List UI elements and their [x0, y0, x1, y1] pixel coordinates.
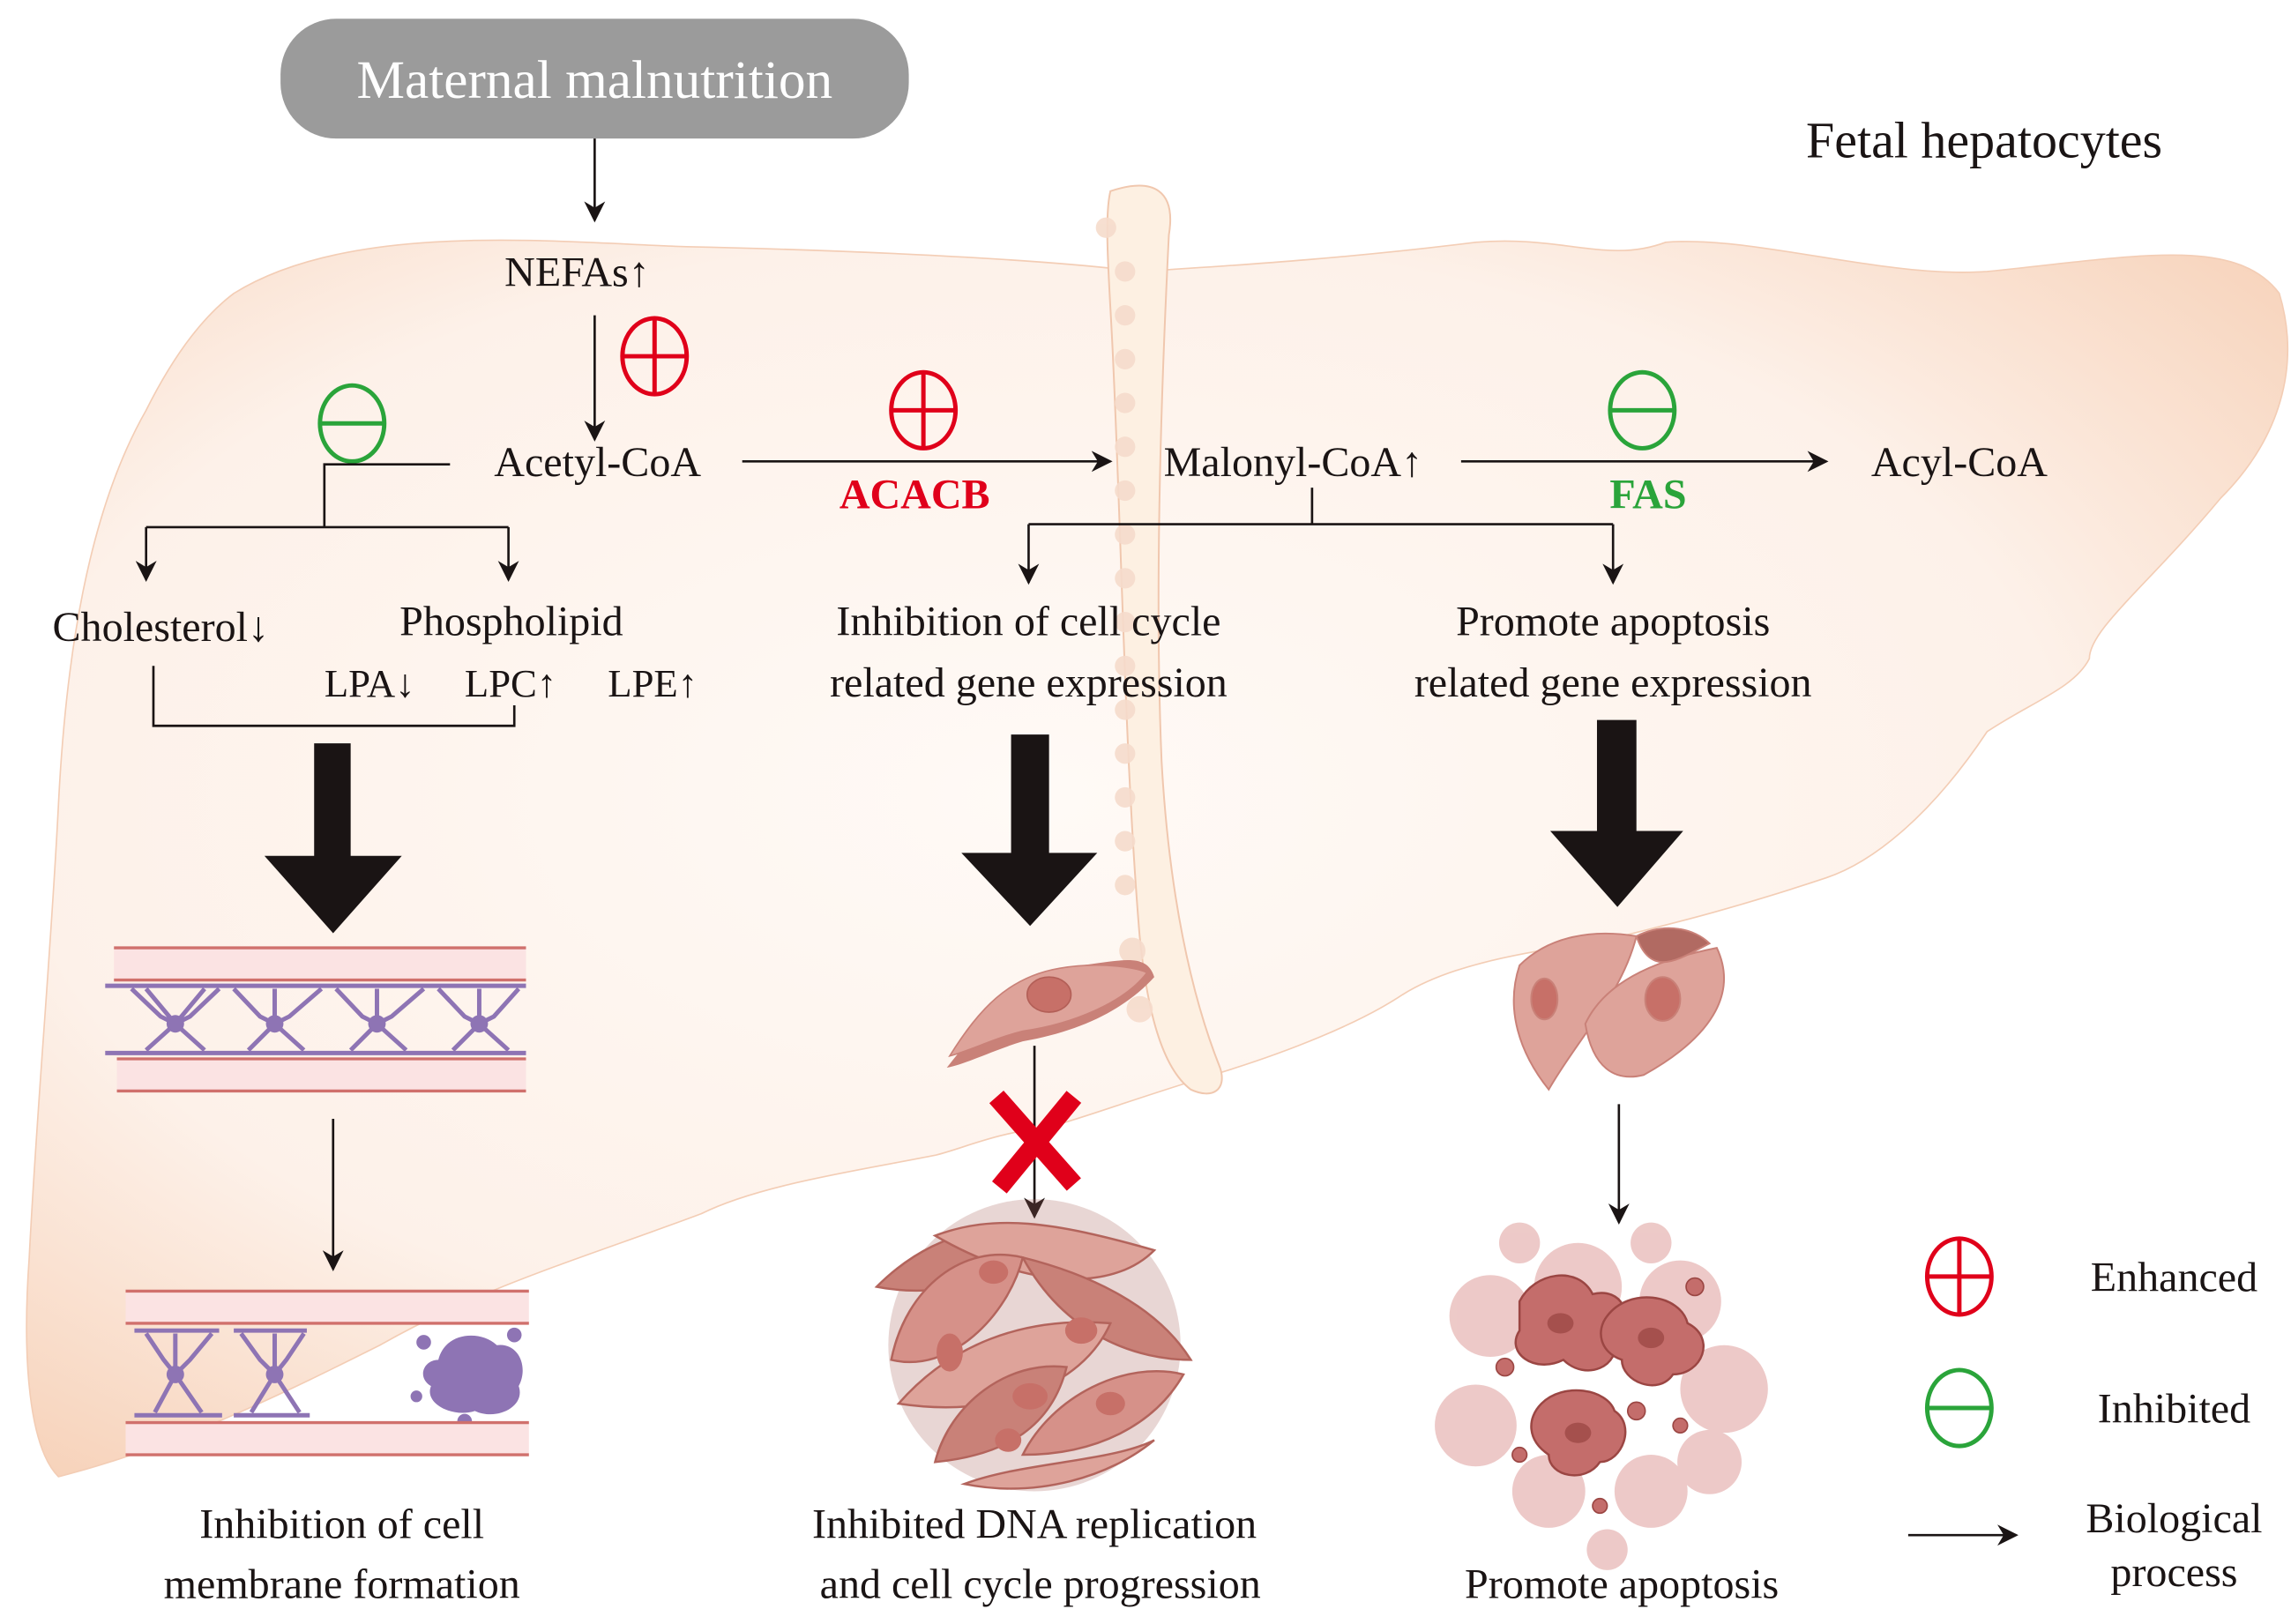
- big-arrow-down: [1549, 719, 1683, 907]
- up-arrow-icon: ↑: [678, 661, 698, 705]
- enzyme-fas: FAS: [1609, 471, 1686, 518]
- up-arrow-icon: ↑: [537, 661, 556, 705]
- node-acyl-coa: Acyl-CoA: [1871, 439, 2048, 486]
- node-apoptosis-line1: Promote apoptosis: [1456, 599, 1770, 645]
- apoptotic-cells-icon: [1435, 1222, 1768, 1570]
- outcome-apoptosis: Promote apoptosis: [1465, 1561, 1779, 1607]
- outcome-dna-line2: and cell cycle progression: [820, 1561, 1261, 1607]
- region-label: Fetal hepatocytes: [1806, 112, 2162, 169]
- enzyme-acacb: ACACB: [840, 471, 990, 518]
- outcome-membrane-line2: membrane formation: [164, 1561, 520, 1607]
- connector-acetyl-branch: [323, 463, 451, 527]
- title-box-label: Maternal malnutrition: [357, 50, 833, 110]
- connector-lipids-merge: [152, 666, 516, 727]
- outcome-membrane-line1: Inhibition of cell: [199, 1501, 484, 1547]
- outcome-dna-line1: Inhibited DNA replication: [812, 1501, 1257, 1547]
- enhanced-icon: [889, 369, 959, 451]
- inhibited-icon: [317, 383, 387, 464]
- node-lpe: LPE↑: [608, 661, 698, 705]
- blocked-x-icon: [989, 1090, 1082, 1194]
- down-arrow-icon: ↓: [395, 661, 414, 705]
- big-arrow-down: [961, 734, 1098, 927]
- node-lpa: LPA↓: [325, 661, 415, 705]
- fragmented-cell-icon: [410, 1327, 523, 1429]
- connector-malonyl-branch: [1028, 488, 1614, 525]
- node-acetyl-coa: Acetyl-CoA: [494, 439, 701, 486]
- down-arrow-icon: ↓: [248, 604, 269, 651]
- node-lpc: LPC↑: [465, 661, 556, 705]
- legend-process-line2: process: [2110, 1549, 2237, 1596]
- node-malonyl-coa: Malonyl-CoA↑: [1164, 439, 1423, 486]
- up-arrow-icon: ↑: [629, 250, 650, 296]
- legend-enhanced-icon: [1924, 1236, 1994, 1317]
- hepatocyte-cell-icon: [946, 960, 1154, 1068]
- node-phospholipid: Phospholipid: [399, 599, 623, 645]
- legend: Enhanced Inhibited Biological process: [1907, 1236, 2263, 1596]
- legend-inhibited-label: Inhibited: [2098, 1386, 2250, 1433]
- node-cell-cycle-line2: related gene expression: [830, 659, 1228, 706]
- hepatocyte-pair-icon: [1512, 927, 1725, 1091]
- node-apoptosis-line2: related gene expression: [1414, 659, 1812, 706]
- maternal-malnutrition-box: Maternal malnutrition: [280, 19, 909, 139]
- legend-enhanced-label: Enhanced: [2091, 1254, 2257, 1300]
- cell-cluster-icon: [874, 1199, 1193, 1492]
- node-nefas: NEFAs↑: [504, 250, 650, 296]
- inhibited-icon: [1608, 369, 1677, 451]
- falciform-ligament: [1095, 184, 1223, 1095]
- enhanced-icon: [620, 316, 690, 397]
- membrane-tissue-normal: [105, 946, 526, 1093]
- up-arrow-icon: ↑: [1401, 439, 1422, 486]
- legend-inhibited-icon: [1924, 1367, 1994, 1449]
- node-cholesterol: Cholesterol↓: [53, 604, 269, 651]
- node-cell-cycle-line1: Inhibition of cell cycle: [836, 599, 1220, 645]
- membrane-tissue-disrupted: [125, 1289, 529, 1456]
- big-arrow-down: [264, 743, 402, 934]
- legend-process-line1: Biological: [2086, 1495, 2262, 1542]
